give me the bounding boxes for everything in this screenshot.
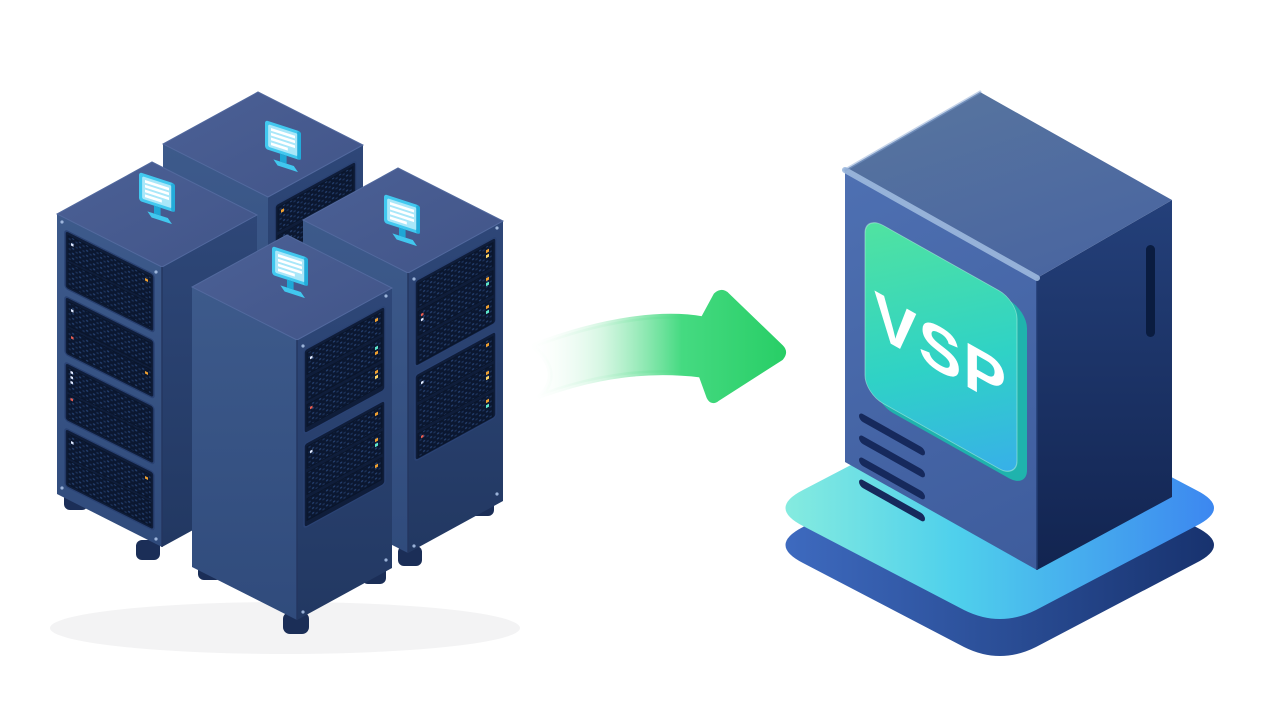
rack-units [414,237,497,461]
rack-foot [136,540,160,560]
server-rack-front [190,234,394,634]
rack-left-face [192,287,297,620]
migration-arrow-icon [529,290,786,404]
rack-foot [398,546,422,566]
rack-units [303,306,386,528]
server-rack-cluster [55,91,505,634]
tower-top-face [845,92,1172,278]
tower-vents [859,413,925,522]
vsp-server: VSP [785,90,1214,656]
vsp-panel [864,222,1018,472]
rack-foot [283,612,309,634]
rack-units [64,230,155,531]
rack-top-face [161,91,365,198]
tower-bevel-edge [842,167,1040,281]
tower-right-face [1037,200,1172,570]
tower-side-slot [1146,245,1155,337]
